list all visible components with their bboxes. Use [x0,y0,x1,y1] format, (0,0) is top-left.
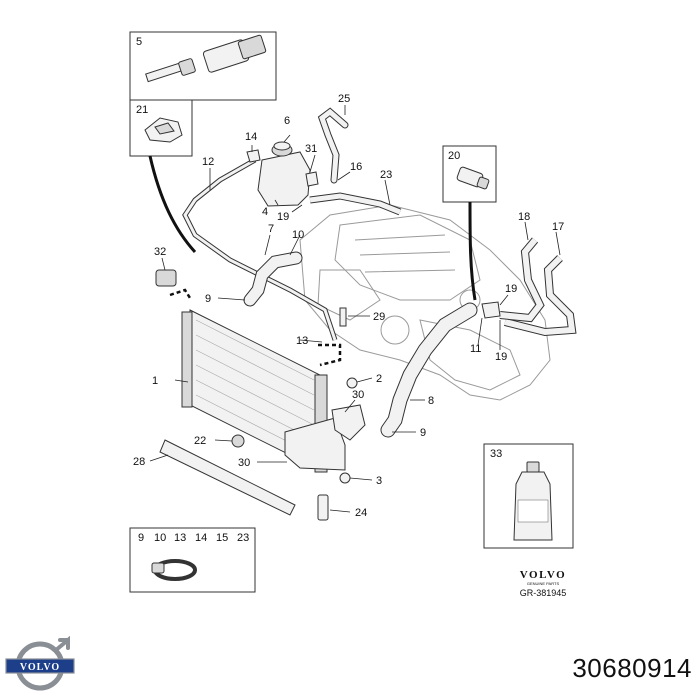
pointer-line-20 [468,201,477,301]
inset-box-33: 33 [483,443,574,549]
callout-1: 1 [152,375,158,387]
callout-10: 10 [292,229,304,241]
callout-18: 18 [518,211,530,223]
pointer-line-21 [148,155,197,254]
clamp-part-5: 23 [237,532,249,544]
inset-box-clamp: 9 10 13 14 15 23 [129,527,256,593]
callout-3: 3 [376,475,382,487]
callout-11: 11 [470,343,481,355]
callout-2: 2 [376,373,382,385]
inset-box-20: 20 [442,145,497,203]
clamp-part-2: 13 [174,532,186,544]
callout-32: 32 [154,246,166,258]
valve-14 [246,149,261,163]
callout-19-b: 19 [495,351,507,363]
callout-16: 16 [350,161,362,173]
callout-5: 5 [136,36,142,48]
callout-24: 24 [355,507,367,519]
brand-tagline: GENUINE PARTS [527,581,560,586]
leader-lines [149,105,561,513]
callout-9-upper: 9 [205,293,211,305]
clamp-part-0: 9 [138,532,144,544]
callout-33: 33 [490,448,502,460]
callout-23: 23 [380,169,392,181]
connector-11 [481,301,501,319]
engine-block [299,204,551,401]
bolt-3 [339,472,351,484]
callout-30-b: 30 [238,457,250,469]
connector-31 [305,171,319,187]
callout-14: 14 [245,131,257,143]
callout-30-a: 30 [352,389,364,401]
clamp-part-4: 15 [216,532,228,544]
expansion-tank [257,141,311,207]
callout-4: 4 [262,206,268,218]
callout-20: 20 [448,150,460,162]
part-number: 30680914 [572,653,692,683]
diagram-reference: GR-381945 [520,588,567,598]
locator-13 [318,343,342,367]
callout-9-lower: 9 [420,427,426,439]
inset-box-21: 21 [129,99,193,157]
bolt-29 [339,307,347,327]
callout-13: 13 [296,335,308,347]
callout-22: 22 [194,435,206,447]
sensor-24 [317,494,329,521]
callout-29: 29 [373,311,385,323]
bush-32 [155,269,177,287]
callout-19-a: 19 [505,283,517,295]
clamp-part-3: 14 [195,532,207,544]
locator-32 [169,288,192,299]
hose-18 [499,237,545,323]
logo-wordmark: VOLVO [20,662,60,673]
bottom-bracket [159,439,296,516]
lower-bracket-30 [284,404,366,471]
callout-28: 28 [133,456,145,468]
brand-name: VOLVO [520,569,566,581]
callout-12: 12 [202,156,214,168]
bolt-2 [346,377,358,389]
callout-8: 8 [428,395,434,407]
callout-31: 31 [305,143,317,155]
inset-box-5: 5 [129,31,277,101]
volvo-logo: VOLVO [5,636,75,691]
callout-25: 25 [338,93,350,105]
callout-17: 17 [552,221,564,233]
callout-21: 21 [136,104,148,116]
callout-6: 6 [284,115,290,127]
callout-19-c: 19 [277,211,289,223]
clamp-part-1: 10 [154,532,166,544]
callout-7: 7 [268,223,274,235]
grommet-22 [231,434,245,448]
